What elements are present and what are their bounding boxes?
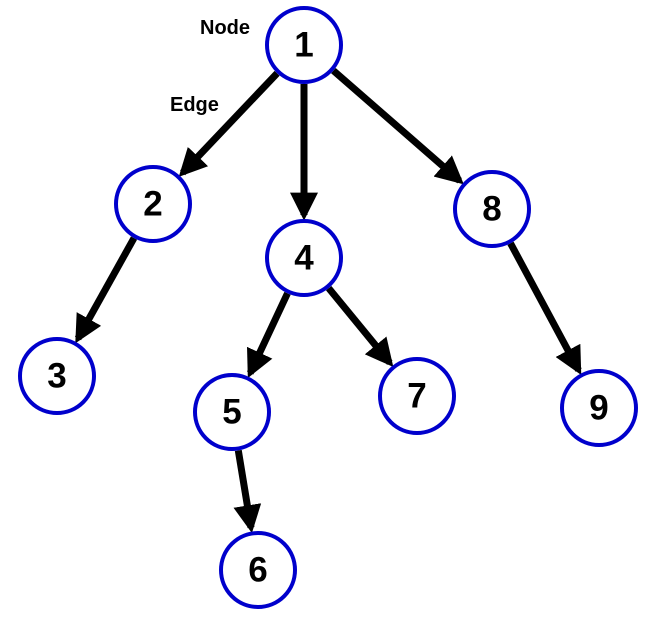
node-9: 9 <box>560 369 638 447</box>
edge-5-6 <box>233 449 262 534</box>
node-label: 2 <box>143 185 162 224</box>
node-circle <box>193 373 271 451</box>
node-label: 7 <box>407 377 426 416</box>
node-6: 6 <box>219 531 297 609</box>
node-7: 7 <box>378 357 456 435</box>
node-5: 5 <box>193 373 271 451</box>
node-circle <box>219 531 297 609</box>
node-circle <box>114 165 192 243</box>
nodes-layer: 1 2 3 4 5 6 7 8 9 <box>18 6 638 609</box>
node-circle <box>378 357 456 435</box>
node-label: 9 <box>589 389 608 428</box>
node-annotation: Node <box>200 17 250 39</box>
edge-2-3 <box>74 236 138 344</box>
node-1: 1 <box>265 6 343 84</box>
node-3: 3 <box>18 337 96 415</box>
node-circle <box>265 6 343 84</box>
node-circle <box>18 337 96 415</box>
node-8: 8 <box>453 170 531 248</box>
node-label: 5 <box>222 393 241 432</box>
edge-1-2 <box>178 70 280 177</box>
node-circle <box>560 369 638 447</box>
edge-1-8 <box>331 67 464 185</box>
node-circle <box>265 219 343 297</box>
node-label: 1 <box>294 26 313 65</box>
node-label: 6 <box>248 551 267 590</box>
edges-layer <box>74 67 582 534</box>
edge-8-9 <box>507 241 582 376</box>
edge-4-5 <box>247 291 291 379</box>
node-label: 3 <box>47 357 66 396</box>
node-2: 2 <box>114 165 192 243</box>
edge-4-7 <box>325 285 394 368</box>
node-label: 4 <box>294 239 314 278</box>
node-label: 8 <box>482 190 501 229</box>
node-4: 4 <box>265 219 343 297</box>
edge-annotation: Edge <box>170 94 219 116</box>
node-circle <box>453 170 531 248</box>
